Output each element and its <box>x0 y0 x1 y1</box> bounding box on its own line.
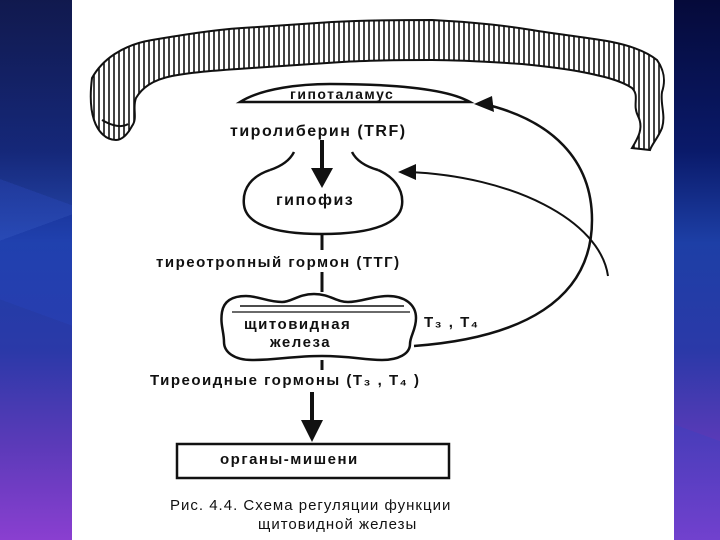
feedback-to-pituitary <box>407 171 609 277</box>
thyroid-label-line2: железа <box>270 334 332 351</box>
slide-page: гипоталамус тиролиберин (TRF) гипофиз ти… <box>72 0 674 540</box>
thyroid-shape <box>220 292 418 362</box>
target-organs-label: органы-мишени <box>220 451 359 468</box>
target-organs-box <box>175 442 451 480</box>
caption-line1: Рис. 4.4. Схема регуляции функции <box>170 497 452 514</box>
hypothalamus-label: гипоталамус <box>290 86 395 102</box>
ttg-label: тиреотропный гормон (ТТГ) <box>156 254 401 271</box>
hypothalamus-shape <box>235 82 475 104</box>
trf-label: тиролиберин (TRF) <box>230 123 407 140</box>
feedback-to-hypothalamus <box>413 102 594 348</box>
caption-line2: щитовидной железы <box>258 516 418 533</box>
thyroid-hormones-label: Тиреоидные гормоны (T₃ , T₄ ) <box>150 372 421 389</box>
t3t4-side-label: T₃ , T₄ <box>424 314 480 331</box>
brain-cortex-shape <box>89 18 666 152</box>
diagram-canvas <box>89 18 666 480</box>
thyroid-label-line1: щитовидная <box>244 316 352 333</box>
pituitary-label: гипофиз <box>276 192 355 209</box>
